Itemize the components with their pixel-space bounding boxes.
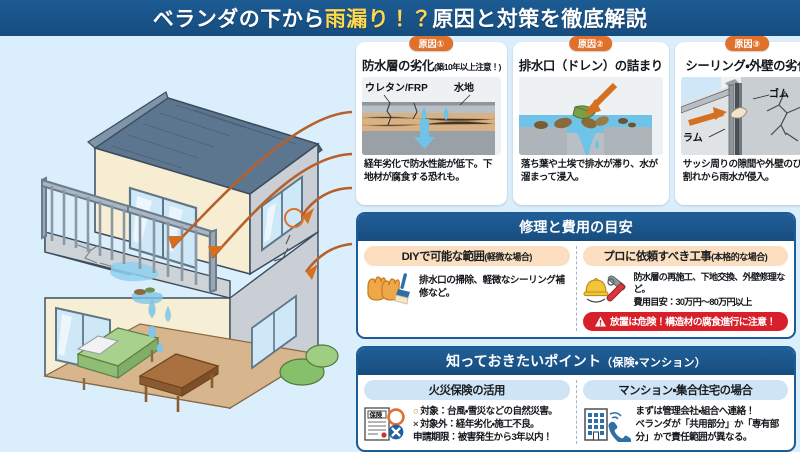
shrub-icon	[279, 344, 339, 386]
pro-pill-sub: (本格的な場合)	[711, 252, 768, 262]
svg-text:保険: 保険	[369, 410, 383, 419]
page-title-highlight: 雨漏り！？	[324, 8, 433, 31]
cause-title-2: 排水口（ドレン）の詰まり	[518, 59, 663, 73]
mansion-row: まずは管理会社・組合へ連絡！ ベランダが「共用部分」か「専有部 分」かで責任範囲…	[583, 405, 789, 444]
page-title-part1: ベランダの下から	[152, 8, 325, 31]
lower-side-window-icon	[251, 294, 297, 370]
pro-text: 防水層の再施工、下地交換、外壁修理など。 費用目安：30万円〜80万円以上	[634, 271, 789, 308]
helmet-icon	[582, 278, 609, 303]
cause-body-2: 落ち葉や土埃で排水が滞り、水が溜まって浸入。	[520, 159, 658, 183]
table-icon	[138, 353, 220, 412]
mansion-line2: ベランダが「共用部分」か「専有部	[635, 418, 780, 430]
pro-warning-text: 放置は危険！構造材の腐食進行に注意！	[609, 317, 776, 329]
circle-mark-icon	[387, 408, 405, 427]
water-drop-icon	[421, 107, 449, 120]
cause-figure-1: ウレタン/FRP 水地	[362, 77, 501, 155]
mansion-line3: 分」かで責任範囲が異なる。	[635, 432, 753, 444]
insurance-mark-x: ×	[413, 418, 419, 430]
insurance-document-icon: 保険	[364, 407, 405, 442]
cause-title-3: シーリング・外壁の劣化	[685, 59, 800, 73]
pro-pill: プロに依頼すべき工事(本格的な場合)	[582, 246, 788, 266]
cause-figure-3: ゴム ラム	[680, 77, 800, 155]
balcony-railing	[41, 176, 217, 294]
points-heading: 知っておきたいポイント（保険・マンション）	[358, 347, 794, 375]
mansion-lines: まずは管理会社・組合へ連絡！ ベランダが「共用部分」か「専有部 分」かで責任範囲…	[635, 405, 780, 444]
cause-card-3: 原因③ シーリング・外壁の劣化	[674, 36, 800, 205]
insurance-line3: 申請期限：被害発生から3年以内！	[413, 432, 553, 444]
cause-body-1: 経年劣化で防水性能が低下。下地材が腐食する恐れも。	[364, 159, 493, 183]
arrow-icon	[687, 107, 727, 126]
cause-card-2: 原因② 排水口（ドレン）の詰まり	[512, 36, 669, 205]
points-section: 知っておきたいポイント（保険・マンション） 火災保険の活用 保険	[356, 345, 796, 452]
fig-label-urethane: ウレタン/FRP	[365, 82, 428, 94]
cause-badge-3: 原因③	[725, 36, 770, 51]
sealing-callout-circle	[284, 208, 304, 228]
drain-water	[576, 133, 596, 155]
mansion-line1: まずは管理会社・組合へ連絡！	[635, 405, 756, 417]
cause-figure-2	[518, 77, 663, 155]
right-column: 原因① 防水層の劣化(築10年以上注意！)	[352, 36, 800, 452]
diy-pill: DIYで可能な範囲(軽微な場合)	[364, 246, 570, 266]
page-title-part2: 原因と対策を徹底解説	[432, 8, 648, 31]
repair-heading: 修理と費用の目安	[358, 214, 794, 241]
fig-label-gom: ゴム	[769, 87, 789, 100]
fig-label-mizuchi: 水地	[453, 81, 474, 94]
balcony-puddle	[110, 261, 159, 282]
diy-pill-sub: (軽微な場合)	[484, 252, 532, 262]
tools-icon	[606, 275, 626, 302]
insurance-line2: × 対象外：経年劣化・施工不良。	[413, 418, 540, 430]
warning-triangle-icon	[594, 316, 606, 327]
crack-icon	[386, 102, 418, 126]
insurance-row: 保険	[364, 405, 570, 444]
arrow-icon	[584, 82, 617, 115]
pro-warning-banner: 放置は危険！構造材の腐食進行に注意！	[582, 311, 788, 331]
upper-window-icon	[128, 186, 198, 270]
repair-section: 修理と費用の目安 DIYで可能な範囲(軽微な場合)	[356, 212, 796, 339]
phone-icon	[608, 412, 631, 443]
diy-text: 排水口の掃除、軽微なシーリング補修など。	[419, 275, 565, 299]
cause-badge-2: 原因②	[569, 36, 613, 51]
insurance-pill: 火災保険の活用	[364, 379, 570, 400]
down-arrow-icon	[414, 119, 435, 149]
pro-line2: 費用目安：30万円〜80万円以上	[633, 296, 753, 307]
points-heading-sub: （保険・マンション）	[601, 356, 706, 369]
sash-frame	[680, 79, 742, 155]
brush-icon	[394, 273, 410, 305]
debris-icon	[533, 105, 636, 129]
pro-row: 防水層の再施工、下地交換、外壁修理など。 費用目安：30万円〜80万円以上	[582, 271, 789, 308]
cause-title-1: 防水層の劣化(築10年以上注意！)	[362, 59, 502, 73]
apartment-building-phone-icon	[583, 408, 631, 443]
page-title: ベランダの下から雨漏り！？原因と対策を徹底解説	[153, 3, 648, 33]
gloves-and-brush-icon	[367, 273, 410, 305]
cause-card-1: 原因① 防水層の劣化(築10年以上注意！)	[356, 36, 507, 205]
house-illustration	[0, 36, 352, 436]
mansion-column: マンション・集合住宅の場合	[577, 379, 789, 444]
pointer-arrows	[171, 110, 352, 273]
pro-column: プロに依頼すべき工事(本格的な場合)	[577, 246, 789, 331]
page-title-bar: ベランダの下から雨漏り！？原因と対策を徹底解説	[0, 0, 800, 36]
diy-row: 排水口の掃除、軽微なシーリング補修など。	[364, 271, 570, 305]
insurance-line1: ○ 対象：台風・雪災などの自然災害。	[413, 405, 558, 417]
pro-line1: 防水層の再施工、下地交換、外壁修理など。	[633, 272, 786, 295]
bed-icon	[76, 327, 160, 390]
helmet-and-tools-icon	[582, 275, 626, 303]
insurance-column: 火災保険の活用 保険	[364, 379, 577, 445]
diy-column: DIYで可能な範囲(軽微な場合)	[364, 246, 577, 331]
water-leak-icon	[131, 291, 171, 353]
wall-crack-icon	[766, 90, 800, 142]
debris-icon	[134, 287, 155, 295]
cause-body-3: サッシ周りの隙間や外壁のひび割れから雨水が侵入。	[682, 159, 800, 183]
cause-cards: 原因① 防水層の劣化(築10年以上注意！)	[352, 36, 800, 205]
cause-title-sub-1: (築10年以上注意！)	[433, 62, 502, 72]
insurance-lines: ○ 対象：台風・雪災などの自然災害。 × 対象外：経年劣化・施工不良。 申請期限…	[413, 405, 558, 444]
cause-badge-1: 原因①	[409, 36, 454, 51]
insurance-mark-o: ○	[413, 405, 419, 417]
mansion-pill: マンション・集合住宅の場合	[582, 379, 788, 400]
fig-label-ram: ラム	[683, 132, 703, 144]
